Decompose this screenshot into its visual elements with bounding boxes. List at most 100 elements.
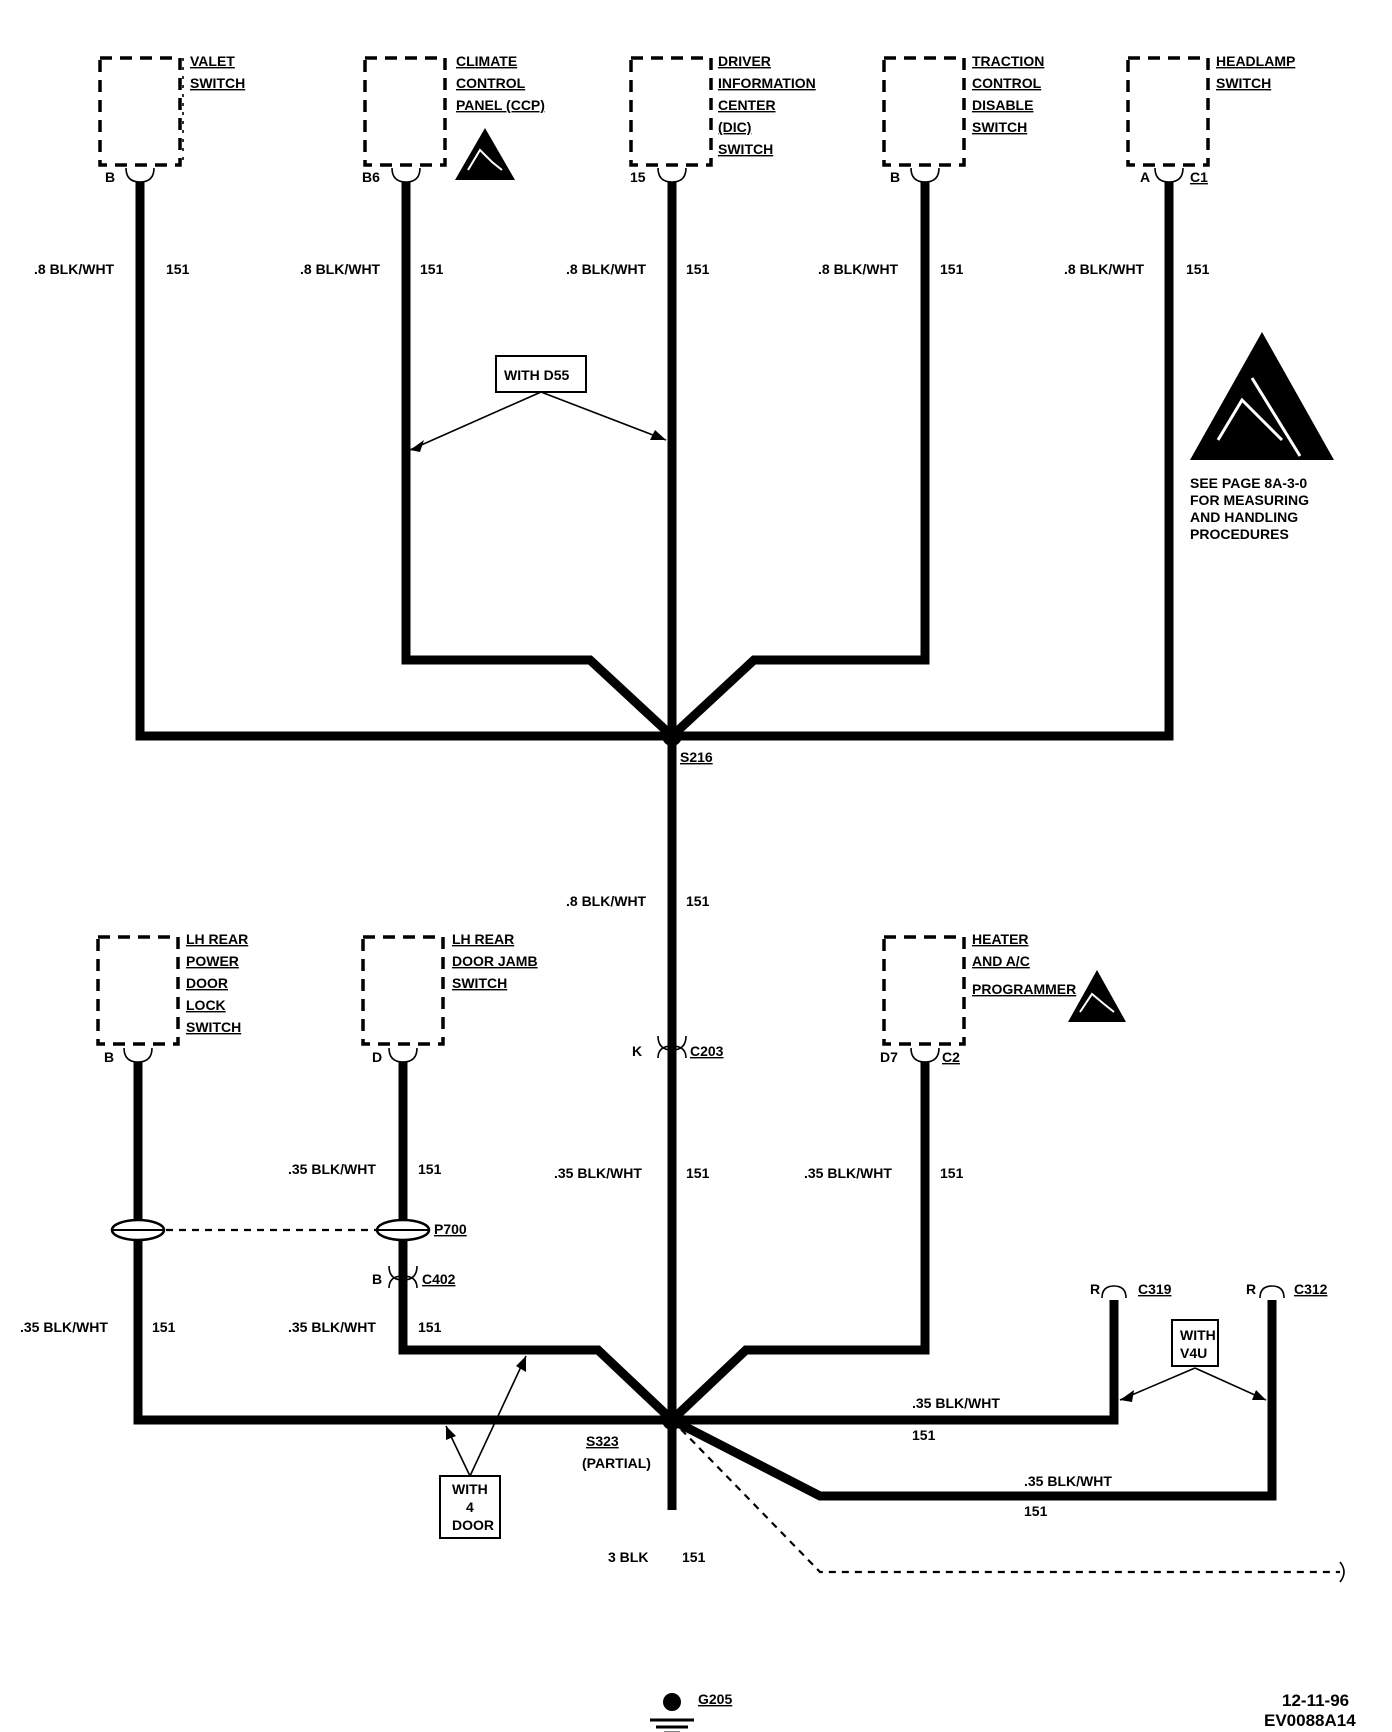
c312-label: C312 <box>1294 1281 1328 1297</box>
heater-box <box>882 935 966 1046</box>
p700-label: P700 <box>434 1221 467 1237</box>
wire-label-ccp: .8 BLK/WHT <box>300 261 381 277</box>
wire-label-valet: .8 BLK/WHT <box>34 261 115 277</box>
wire-label-trunk-lower: .35 BLK/WHT <box>554 1165 642 1181</box>
circuit-c312: 151 <box>1024 1503 1048 1519</box>
wire-label-jamb-lower: .35 BLK/WHT <box>288 1319 376 1335</box>
circuit-heater: 151 <box>940 1165 964 1181</box>
lh-lock-label-3: DOOR <box>186 975 228 991</box>
p700-connector <box>110 1218 431 1242</box>
footer-code: EV0088A14 <box>1264 1711 1356 1730</box>
dic-label-4: (DIC) <box>718 119 751 135</box>
c402-pin: B <box>372 1271 382 1287</box>
bottom-c312-wire <box>669 1300 1277 1501</box>
ccp-label-1: CLIMATE <box>456 53 517 69</box>
lh-jamb-pin: D <box>372 1049 382 1065</box>
circuit-dic: 151 <box>686 261 710 277</box>
s323-label: S323 <box>586 1433 619 1449</box>
lh-lock-label-4: LOCK <box>186 997 226 1013</box>
s216-label: S216 <box>680 749 713 765</box>
wire-label-trunk: .8 BLK/WHT <box>566 893 647 909</box>
dic-box <box>629 56 713 167</box>
wire-label-traction: .8 BLK/WHT <box>818 261 899 277</box>
circuit-ground: 151 <box>682 1549 706 1565</box>
wire-label-headlamp: .8 BLK/WHT <box>1064 261 1145 277</box>
bottom-outer-wire <box>133 1062 1119 1425</box>
heater-label-3: PROGRAMMER <box>972 981 1076 997</box>
headlamp-box <box>1126 56 1210 167</box>
circuit-c319: 151 <box>912 1427 936 1443</box>
with-d55-label: WITH D55 <box>504 367 570 383</box>
c312-connector <box>1259 1285 1285 1299</box>
heater-pin: D7 <box>880 1049 898 1065</box>
esd-warning-heater-icon <box>1068 970 1126 1022</box>
valet-switch-box <box>98 56 182 167</box>
c402-connector <box>388 1265 418 1281</box>
dic-pin: 15 <box>630 169 646 185</box>
circuit-jamb-lower: 151 <box>418 1319 442 1335</box>
dic-label-5: SWITCH <box>718 141 773 157</box>
circuit-trunk-lower: 151 <box>686 1165 710 1181</box>
lh-lock-label-5: SWITCH <box>186 1019 241 1035</box>
traction-label-2: CONTROL <box>972 75 1042 91</box>
lh-jamb-label-3: SWITCH <box>452 975 507 991</box>
lh-lock-label-1: LH REAR <box>186 931 248 947</box>
valet-switch-label-2: SWITCH <box>190 75 245 91</box>
esd-note-2: FOR MEASURING <box>1190 492 1309 508</box>
esd-note-4: PROCEDURES <box>1190 526 1289 542</box>
bottom-connectors <box>123 1047 940 1063</box>
valet-switch-label-1: VALET <box>190 53 235 69</box>
c319-label: C319 <box>1138 1281 1172 1297</box>
top-connectors <box>125 167 1184 183</box>
circuit-traction: 151 <box>940 261 964 277</box>
with-v4u-2: V4U <box>1180 1345 1207 1361</box>
esd-large-warning-icon <box>1190 332 1334 460</box>
esd-note-1: SEE PAGE 8A-3-0 <box>1190 475 1307 491</box>
circuit-jamb-upper: 151 <box>418 1161 442 1177</box>
with-d55-box <box>495 355 587 393</box>
c203-label: C203 <box>690 1043 724 1059</box>
lh-lock-label-2: POWER <box>186 953 239 969</box>
wire-label-ground: 3 BLK <box>608 1549 648 1565</box>
lh-jamb-label-1: LH REAR <box>452 931 514 947</box>
ground-icon <box>650 1693 694 1732</box>
wire-label-dic: .8 BLK/WHT <box>566 261 647 277</box>
valet-pin: B <box>105 169 115 185</box>
ccp-pin: B6 <box>362 169 380 185</box>
splice-s323 <box>662 1410 682 1430</box>
circuit-ccp: 151 <box>420 261 444 277</box>
circuit-trunk: 151 <box>686 893 710 909</box>
headlamp-label-1: HEADLAMP <box>1216 53 1295 69</box>
with-v4u-1: WITH <box>1180 1327 1216 1343</box>
with-4door-2: 4 <box>466 1499 474 1515</box>
traction-pin: B <box>890 169 900 185</box>
c203-connector <box>657 1035 687 1051</box>
with-4door-3: DOOR <box>452 1517 494 1533</box>
lh-lock-box <box>96 935 180 1046</box>
with-v4u-box <box>1171 1319 1219 1367</box>
g205-label: G205 <box>698 1691 732 1707</box>
traction-label-1: TRACTION <box>972 53 1044 69</box>
with-4door-box <box>439 1475 501 1539</box>
splice-s216 <box>662 726 682 746</box>
wire-label-c319: .35 BLK/WHT <box>912 1395 1000 1411</box>
headlamp-pin: A <box>1140 169 1150 185</box>
c319-pin: R <box>1090 1281 1100 1297</box>
dic-label-2: INFORMATION <box>718 75 816 91</box>
ccp-label-2: CONTROL <box>456 75 526 91</box>
heater-connector: C2 <box>942 1049 960 1065</box>
ccp-box <box>363 56 447 167</box>
c312-pin: R <box>1246 1281 1256 1297</box>
circuit-headlamp: 151 <box>1186 261 1210 277</box>
traction-label-4: SWITCH <box>972 119 1027 135</box>
footer-date: 12-11-96 <box>1282 1691 1349 1710</box>
bottom-dashed-wire <box>671 1419 1340 1574</box>
wire-label-jamb-upper: .35 BLK/WHT <box>288 1161 376 1177</box>
c319-connector <box>1101 1285 1127 1299</box>
headlamp-connector: C1 <box>1190 169 1208 185</box>
heater-label-1: HEATER <box>972 931 1029 947</box>
traction-label-3: DISABLE <box>972 97 1033 113</box>
top-outer-wire <box>135 182 1174 741</box>
c203-pin: K <box>632 1043 642 1059</box>
